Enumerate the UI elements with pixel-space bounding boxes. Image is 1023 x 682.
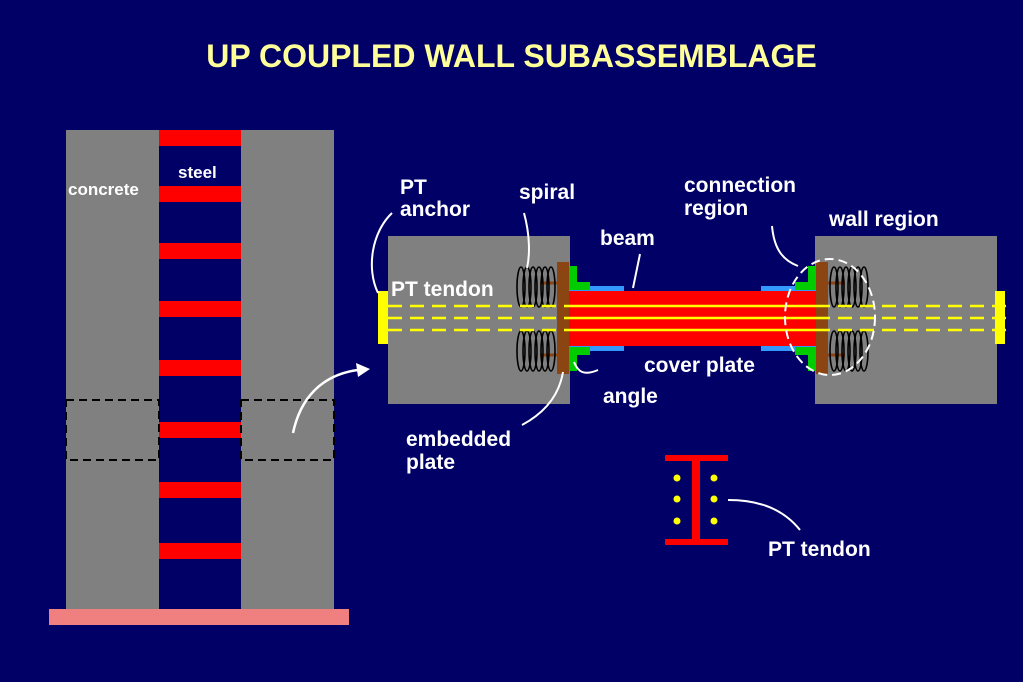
leader-pt-anchor xyxy=(370,212,393,294)
angle xyxy=(795,347,816,371)
left-wall-pier xyxy=(66,130,159,610)
leader-lines xyxy=(370,212,801,531)
embedded-plate-label-line1: embedded xyxy=(406,428,512,451)
tendon-dot xyxy=(710,517,718,525)
leader-beam xyxy=(632,253,641,289)
leader-spiral xyxy=(523,212,530,269)
pt-anchor-left xyxy=(378,291,388,344)
arrowhead xyxy=(356,363,370,377)
coupling-beam xyxy=(159,422,241,438)
steel-label: steel xyxy=(178,163,217,182)
embedded-plate xyxy=(557,262,569,374)
pt-anchor-label-line2: anchor xyxy=(400,198,471,221)
connection-region-circle xyxy=(784,258,876,376)
tendon-dot xyxy=(710,495,718,503)
pt-anchor-label-line1: PT xyxy=(400,176,427,199)
cover-plate xyxy=(761,286,816,291)
leader-angle xyxy=(573,361,599,374)
angle xyxy=(569,266,590,290)
bottom-flange xyxy=(665,539,728,545)
cover-plate xyxy=(761,346,816,351)
right-wall-block xyxy=(815,236,997,404)
wall-elevation xyxy=(49,130,370,625)
slide-title: UP COUPLED WALL SUBASSEMBLAGE xyxy=(206,38,817,74)
coupling-beam xyxy=(159,243,241,259)
connection-region-label-line2: region xyxy=(684,197,749,220)
coupling-beam xyxy=(159,482,241,498)
concrete-label: concrete xyxy=(68,180,139,199)
tendon-dot xyxy=(673,474,681,482)
top-flange xyxy=(665,455,728,461)
coupling-beam xyxy=(159,301,241,317)
foundation xyxy=(49,609,349,625)
leader-connection-region xyxy=(771,225,799,267)
coupling-beam xyxy=(159,543,241,559)
coupling-beam xyxy=(159,360,241,376)
subassemblage-region-left xyxy=(65,399,160,461)
angle xyxy=(795,266,816,290)
pt-tendon-label: PT tendon xyxy=(391,278,494,301)
beam-label: beam xyxy=(600,227,655,250)
tendon-dot xyxy=(673,495,681,503)
subassemblage-detail xyxy=(378,236,1008,404)
pt-anchor-right xyxy=(995,291,1005,344)
angle-label: angle xyxy=(603,385,658,408)
beam-cross-section xyxy=(665,455,728,545)
angle xyxy=(569,347,590,371)
pt-tendon-section-label: PT tendon xyxy=(768,538,871,561)
right-wall-pier xyxy=(241,130,334,610)
subassemblage-region-right xyxy=(240,399,335,461)
leader-embedded-plate xyxy=(521,371,564,426)
embedded-plate-label-line2: plate xyxy=(406,451,456,474)
connection-region-label-line1: connection xyxy=(684,174,797,197)
cover-plate-label: cover plate xyxy=(644,354,755,377)
spiral-label: spiral xyxy=(519,181,576,204)
leader-pt-tendon-section xyxy=(727,499,801,531)
wall-region-label: wall region xyxy=(829,208,939,231)
pt-tendons xyxy=(388,304,1008,332)
web xyxy=(692,461,700,539)
pointer-arrow xyxy=(291,368,359,434)
cover-plate xyxy=(569,286,624,291)
left-wall-block xyxy=(388,236,570,404)
tendon-dot xyxy=(673,517,681,525)
cover-plate xyxy=(569,346,624,351)
tendon-dot xyxy=(710,474,718,482)
coupling-beam xyxy=(159,186,241,202)
coupling-beam xyxy=(159,130,241,146)
